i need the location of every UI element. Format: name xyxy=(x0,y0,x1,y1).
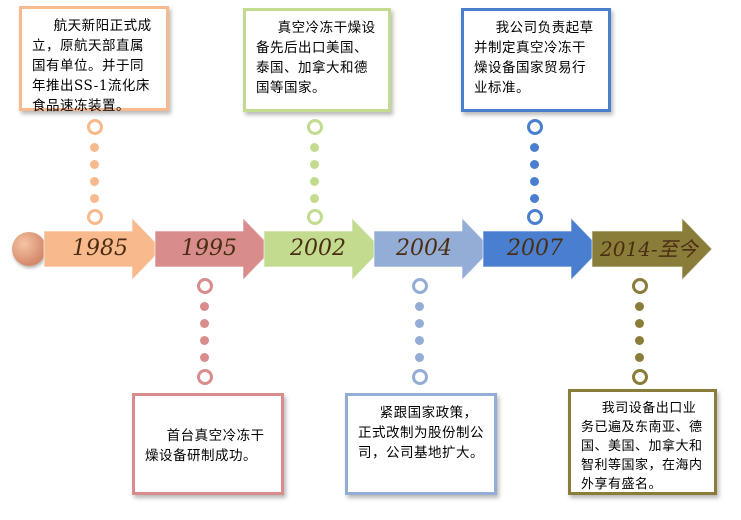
arrow-polygon xyxy=(154,216,274,282)
connector-ring-top xyxy=(87,119,103,135)
arrow-polygon xyxy=(373,216,493,282)
connector-ring-bottom xyxy=(527,209,543,225)
year-label-2002: 2002 xyxy=(290,236,346,261)
arrow-2007: 2007 xyxy=(482,216,602,282)
connector-dot xyxy=(530,160,539,169)
connector-dot xyxy=(200,353,209,362)
milestone-2007-text: 我公司负责起草并制定真空冷冻干燥设备国家贸易行业标准。 xyxy=(474,20,594,96)
arrow-polygon xyxy=(591,216,713,282)
connector-ring-bottom xyxy=(307,209,323,225)
connector-dot xyxy=(90,194,99,203)
year-label-2007: 2007 xyxy=(507,236,563,261)
connector-ring-bottom xyxy=(197,369,213,385)
arrow-shape xyxy=(591,216,713,282)
milestone-1995-text: 首台真空冷冻干燥设备研制成功。 xyxy=(145,428,265,464)
connector-ring-top xyxy=(197,278,213,294)
connector-ring-bottom xyxy=(632,369,648,385)
arrow-shape xyxy=(263,216,383,282)
connector-dot xyxy=(635,353,644,362)
connector-dot xyxy=(90,160,99,169)
year-label-2014: 2014-至今 xyxy=(600,237,698,261)
connector-dot xyxy=(90,177,99,186)
milestone-2004-text: 紧跟国家政策，正式改制为股份制公司，公司基地扩大。 xyxy=(358,405,484,461)
connector-dot xyxy=(415,336,424,345)
arrow-polygon xyxy=(43,216,163,282)
year-label-1995: 1995 xyxy=(181,236,237,261)
connector-dot xyxy=(310,177,319,186)
connector-ring-bottom xyxy=(87,209,103,225)
connector-ring-top xyxy=(527,119,543,135)
milestone-2014-textbox: 我司设备出口业务已遍及东南亚、德国、美国、加拿大和智利等国家，在海内外享有盛名。 xyxy=(568,389,717,495)
connector-dot xyxy=(415,302,424,311)
connector-ring-bottom xyxy=(412,369,428,385)
connector-ring-top xyxy=(307,119,323,135)
milestone-2007-textbox: 我公司负责起草并制定真空冷冻干燥设备国家贸易行业标准。 xyxy=(461,8,611,112)
timeline-start-circle xyxy=(12,232,46,266)
milestone-2004-textbox: 紧跟国家政策，正式改制为股份制公司，公司基地扩大。 xyxy=(345,393,497,495)
arrow-2002: 2002 xyxy=(263,216,383,282)
year-label-1985: 1985 xyxy=(72,236,128,261)
year-label-2004: 2004 xyxy=(396,236,452,261)
milestone-2014-text: 我司设备出口业务已遍及东南亚、德国、美国、加拿大和智利等国家，在海内外享有盛名。 xyxy=(581,401,703,492)
arrow-shape xyxy=(154,216,274,282)
connector-dot xyxy=(530,194,539,203)
connector-dot xyxy=(200,336,209,345)
arrow-shape xyxy=(482,216,602,282)
connector-dot xyxy=(530,143,539,152)
connector-ring-top xyxy=(632,278,648,294)
connector-dot xyxy=(200,302,209,311)
connector-ring-top xyxy=(412,278,428,294)
connector-dot xyxy=(415,353,424,362)
connector-dot xyxy=(90,143,99,152)
arrow-2014: 2014-至今 xyxy=(591,216,713,282)
arrow-2004: 2004 xyxy=(373,216,493,282)
connector-dot xyxy=(310,160,319,169)
arrow-polygon xyxy=(263,216,383,282)
connector-dot xyxy=(635,319,644,328)
arrow-shape xyxy=(373,216,493,282)
milestone-2002-textbox: 真空冷冻干燥设备先后出口美国、泰国、加拿大和德国等国家。 xyxy=(243,8,391,112)
arrow-shape xyxy=(43,216,163,282)
milestone-2002-text: 真空冷冻干燥设备先后出口美国、泰国、加拿大和德国等国家。 xyxy=(256,20,376,96)
connector-dot xyxy=(200,319,209,328)
connector-dot xyxy=(530,177,539,186)
arrow-1995: 1995 xyxy=(154,216,274,282)
connector-dot xyxy=(635,336,644,345)
milestone-1985-textbox: 航天新阳正式成立，原航天部直属国有单位。并于同年推出SS-1流化床食品速冻装置。 xyxy=(19,6,169,114)
connector-dot xyxy=(415,319,424,328)
connector-dot xyxy=(635,302,644,311)
arrow-1985: 1985 xyxy=(43,216,163,282)
connector-dot xyxy=(310,143,319,152)
milestone-1995-textbox: 首台真空冷冻干燥设备研制成功。 xyxy=(132,393,284,495)
arrow-polygon xyxy=(482,216,602,282)
milestone-1985-text: 航天新阳正式成立，原航天部直属国有单位。并于同年推出SS-1流化床食品速冻装置。 xyxy=(32,18,152,114)
connector-dot xyxy=(310,194,319,203)
